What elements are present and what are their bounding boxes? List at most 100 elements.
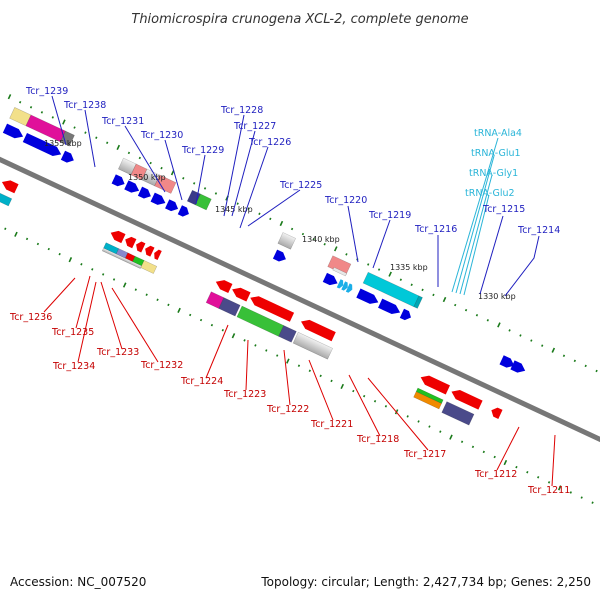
gene-arrow-forward xyxy=(345,283,353,293)
gene-label: Tcr_1231 xyxy=(101,116,144,127)
tick-mark xyxy=(417,420,420,423)
tick-mark xyxy=(189,313,192,317)
gene-block xyxy=(218,297,241,317)
tick-mark xyxy=(80,263,83,266)
gene-arrow-forward xyxy=(399,308,411,321)
gene-block xyxy=(413,295,423,309)
tick-mark xyxy=(330,379,333,383)
tick-mark xyxy=(47,247,50,251)
tick-mark xyxy=(482,450,485,454)
tick-mark xyxy=(73,126,76,129)
tick-mark xyxy=(177,307,181,313)
gene-label: Tcr_1216 xyxy=(414,224,457,235)
tick-mark xyxy=(134,288,137,291)
gene-label: Tcr_1230 xyxy=(140,130,183,141)
gene-arrow-reverse xyxy=(232,287,251,302)
gene-arrow-reverse xyxy=(491,407,503,419)
tick-mark xyxy=(557,485,562,491)
tick-mark xyxy=(591,501,594,504)
tick-mark xyxy=(297,364,301,367)
tick-mark xyxy=(7,94,12,100)
gene-label: Tcr_1235 xyxy=(51,327,94,338)
tick-mark xyxy=(116,144,121,151)
gene-label: Tcr_1223 xyxy=(223,389,266,400)
tick-mark xyxy=(503,459,508,466)
tick-mark xyxy=(156,298,159,302)
tick-mark xyxy=(95,136,98,139)
genome-backbone xyxy=(0,120,600,479)
gene-arrow-forward xyxy=(150,192,166,205)
tick-mark xyxy=(193,182,196,185)
tick-mark xyxy=(367,263,370,266)
tick-mark xyxy=(432,293,435,297)
gene-arrow-forward xyxy=(378,298,401,315)
tick-mark xyxy=(373,399,377,403)
gene-arrow-reverse xyxy=(145,245,155,257)
tick-mark xyxy=(526,470,529,474)
tick-mark xyxy=(377,268,381,271)
gene-label: Tcr_1233 xyxy=(96,347,139,358)
tick-mark xyxy=(537,476,540,479)
tick-mark xyxy=(243,339,246,342)
tick-mark xyxy=(319,374,322,378)
gene-arrow-forward xyxy=(272,249,286,262)
gene-block xyxy=(154,174,177,194)
gene-arrow-reverse xyxy=(301,319,336,342)
tick-mark xyxy=(573,359,576,363)
gene-block xyxy=(101,247,142,269)
gene-arrow-forward xyxy=(124,180,140,193)
tick-mark xyxy=(91,268,94,271)
trna-label: tRNA-Glu1 xyxy=(471,148,521,159)
tick-mark xyxy=(203,187,207,190)
gene-label: Tcr_1225 xyxy=(279,180,322,191)
tick-mark xyxy=(464,308,468,312)
tick-mark xyxy=(569,491,572,494)
tick-mark xyxy=(138,156,141,160)
tick-mark xyxy=(493,455,496,459)
gene-arrow-forward xyxy=(356,288,379,304)
tick-mark xyxy=(122,282,127,288)
gene-block xyxy=(195,193,212,211)
tick-mark xyxy=(363,394,366,398)
tick-mark xyxy=(428,425,431,428)
tick-mark xyxy=(551,347,556,353)
tick-mark xyxy=(102,273,105,276)
tick-mark xyxy=(290,227,294,231)
leader-lines xyxy=(43,95,556,487)
gene-block xyxy=(140,260,158,274)
gene-arrow-reverse xyxy=(451,390,483,410)
gene-block xyxy=(413,391,442,410)
tick-mark xyxy=(265,349,268,352)
tick-mark xyxy=(40,111,44,114)
tick-mark xyxy=(449,434,453,440)
trna-label: tRNA-Glu2 xyxy=(465,188,515,199)
tick-mark xyxy=(530,339,533,342)
gene-label: Tcr_1229 xyxy=(181,145,224,156)
gene-arrow-forward xyxy=(177,205,189,217)
gene-label: Tcr_1218 xyxy=(356,434,399,445)
gene-label: Tcr_1232 xyxy=(140,360,183,371)
gene-features xyxy=(0,107,526,426)
kbp-labels: 1355 kbp 1350 kbp 1345 kbp 1340 kbp 1335… xyxy=(44,139,516,301)
gene-arrow-forward xyxy=(165,199,179,212)
gene-arrow-forward xyxy=(137,186,151,199)
gene-arrow-forward xyxy=(322,272,338,286)
tick-mark xyxy=(160,166,163,170)
gene-arrow-forward xyxy=(2,123,24,139)
tick-mark xyxy=(221,328,224,332)
genome-summary-text: Topology: circular; Length: 2,427,734 bp… xyxy=(260,575,591,589)
tick-mark xyxy=(258,212,261,216)
gene-labels-bottom: Tcr_1236 Tcr_1235 Tcr_1234 Tcr_1233 Tcr_… xyxy=(9,312,570,496)
kbp-label: 1350 kbp xyxy=(128,173,166,182)
tick-mark xyxy=(475,313,479,317)
gene-arrow-reverse xyxy=(110,230,126,244)
tick-mark xyxy=(547,481,551,484)
tick-mark xyxy=(580,496,583,499)
gene-block xyxy=(278,325,297,343)
tick-mark xyxy=(247,207,250,210)
gene-label: Tcr_1227 xyxy=(233,121,276,132)
gene-label: Tcr_1234 xyxy=(52,361,95,372)
tick-mark xyxy=(595,369,598,373)
tick-mark xyxy=(388,271,392,277)
kbp-label: 1340 kbp xyxy=(302,235,340,244)
